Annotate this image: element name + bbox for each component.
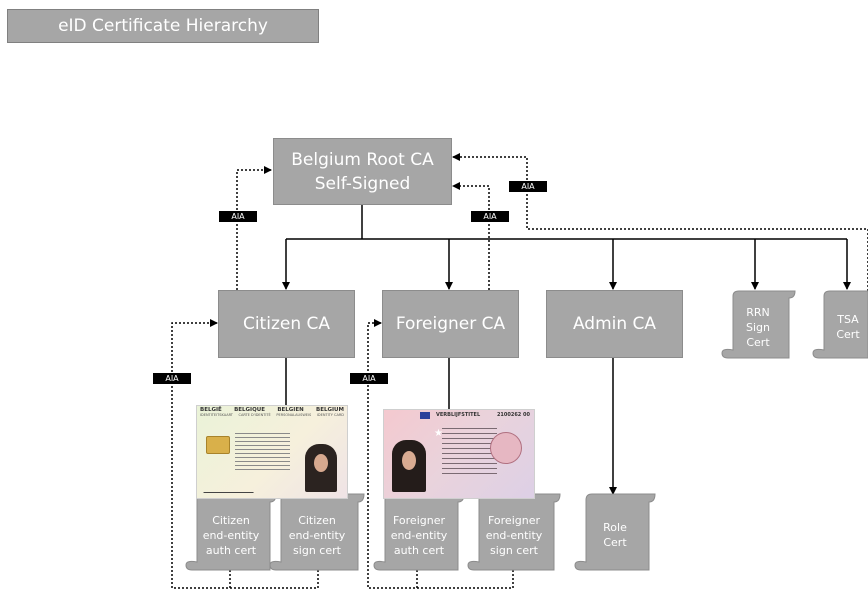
aia-label-foreigner: AIA xyxy=(471,211,509,222)
card-portrait xyxy=(305,444,337,492)
aia-label-citizen-certs: AIA xyxy=(153,373,191,384)
citizen-ca-node: Citizen CA xyxy=(218,290,355,358)
tsa-line-1: TSA xyxy=(837,313,859,326)
card-number: 2100262 00 xyxy=(496,412,530,418)
rrn-line-2: Sign xyxy=(746,320,770,334)
card-country-de: BELGIEN xyxy=(277,407,304,413)
foreigner-auth-line-3: auth cert xyxy=(393,543,445,557)
rrn-line-3: Cert xyxy=(746,335,770,349)
card-sub-nl: IDENTITEITSKAART xyxy=(200,413,233,417)
citizen-sign-line-1: Citizen xyxy=(298,513,336,527)
card-country-fr: BELGIQUE xyxy=(234,407,266,413)
aia-label-tsa: AIA xyxy=(509,181,547,192)
citizen-sign-line-2: end-entity xyxy=(288,528,346,542)
aia-dotted-connectors xyxy=(171,153,868,589)
card-seal xyxy=(490,432,522,464)
card-sub-en: IDENTITY CARD xyxy=(316,413,344,417)
scroll-shapes xyxy=(185,290,868,571)
scroll-rrn xyxy=(721,290,796,359)
role-line-1: Role xyxy=(603,521,627,534)
tsa-cert-label: TSA Cert xyxy=(818,298,868,356)
role-cert-label: Role Cert xyxy=(581,504,649,566)
foreigner-ca-label: Foreigner CA xyxy=(395,314,506,334)
card-sub-de: PERSONALAUSWEIS xyxy=(276,413,312,417)
foreigner-auth-cert-label: Foreigner end-entity auth cert xyxy=(380,504,458,566)
citizen-auth-cert-label: Citizen end-entity auth cert xyxy=(192,504,270,566)
tsa-line-2: Cert xyxy=(836,328,860,341)
chip-icon xyxy=(206,436,230,454)
belgium-root-ca-node: Belgium Root CA Self-Signed xyxy=(273,138,452,205)
scroll-tsa xyxy=(812,290,868,359)
rrn-sign-cert-label: RRN Sign Cert xyxy=(728,298,788,356)
foreigner-auth-line-1: Foreigner xyxy=(392,513,445,527)
diagram-title-text: eID Certificate Hierarchy xyxy=(58,16,268,36)
citizen-sign-cert-label: Citizen end-entity sign cert xyxy=(278,504,356,566)
card-country-en: BELGIUM xyxy=(316,407,344,413)
foreigner-sign-line-3: sign cert xyxy=(490,543,538,557)
foreigner-ca-node: Foreigner CA xyxy=(382,290,519,358)
citizen-ca-label: Citizen CA xyxy=(242,314,331,334)
aia-label-foreigner-certs: AIA xyxy=(350,373,388,384)
card-header: VERBLIJFSTITEL xyxy=(436,412,481,418)
card-text-lines xyxy=(442,424,497,474)
citizen-id-card-image: BELGIË BELGIQUE BELGIEN BELGIUM IDENTITE… xyxy=(196,405,348,499)
admin-ca-label: Admin CA xyxy=(572,314,657,334)
role-line-2: Cert xyxy=(603,536,627,549)
foreigner-id-card-image: VERBLIJFSTITEL 2100262 00 ★ xyxy=(383,409,535,499)
foreigner-sign-line-2: end-entity xyxy=(485,528,543,542)
root-ca-type: Self-Signed xyxy=(314,173,411,194)
aia-label-citizen: AIA xyxy=(219,211,257,222)
scroll-role xyxy=(574,493,656,571)
citizen-auth-line-3: auth cert xyxy=(205,543,257,557)
diagram-title: eID Certificate Hierarchy xyxy=(7,9,319,43)
citizen-auth-line-1: Citizen xyxy=(212,513,250,527)
card-sub-fr: CARTE D'IDENTITÉ xyxy=(238,413,271,417)
card-eu-flag xyxy=(420,412,430,419)
card-portrait xyxy=(392,440,426,492)
admin-ca-node: Admin CA xyxy=(546,290,683,358)
citizen-sign-line-3: sign cert xyxy=(293,543,341,557)
foreigner-auth-line-2: end-entity xyxy=(390,528,448,542)
card-country-nl: BELGIË xyxy=(200,407,222,413)
citizen-auth-line-2: end-entity xyxy=(202,528,260,542)
card-signature xyxy=(203,484,257,493)
card-text-lines xyxy=(235,430,290,470)
root-ca-name: Belgium Root CA xyxy=(291,149,434,170)
rrn-line-1: RRN xyxy=(746,305,770,319)
foreigner-sign-cert-label: Foreigner end-entity sign cert xyxy=(474,504,554,566)
foreigner-sign-line-1: Foreigner xyxy=(487,513,540,527)
card-star: ★ xyxy=(434,428,443,439)
